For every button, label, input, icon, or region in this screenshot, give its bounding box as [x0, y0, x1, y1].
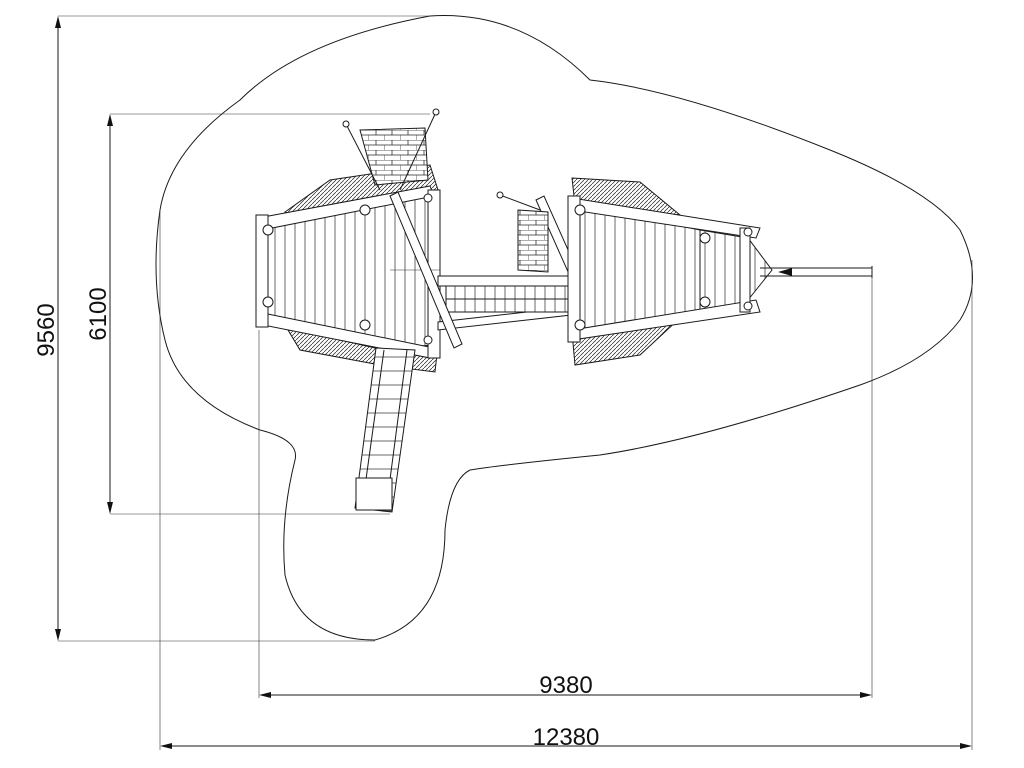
right-brick-wall	[517, 209, 549, 273]
dimension-overall-height: 9560	[33, 15, 430, 642]
dimension-label-overall-height: 9560	[33, 303, 60, 356]
dimension-overall-width: 12380	[159, 210, 973, 751]
dimension-label-equipment-height: 6100	[85, 287, 112, 340]
right-tower	[496, 177, 873, 366]
safety-zone-outline	[155, 15, 973, 641]
slide	[354, 347, 416, 513]
dimension-label-equipment-width: 9380	[539, 672, 592, 699]
bow-section	[699, 229, 773, 316]
dimension-label-overall-width: 12380	[533, 724, 600, 751]
left-tower	[255, 108, 441, 373]
dimension-equipment-width: 9380	[258, 268, 873, 699]
dimension-equipment-height: 6100	[85, 113, 430, 515]
left-brick-wall	[359, 127, 429, 186]
